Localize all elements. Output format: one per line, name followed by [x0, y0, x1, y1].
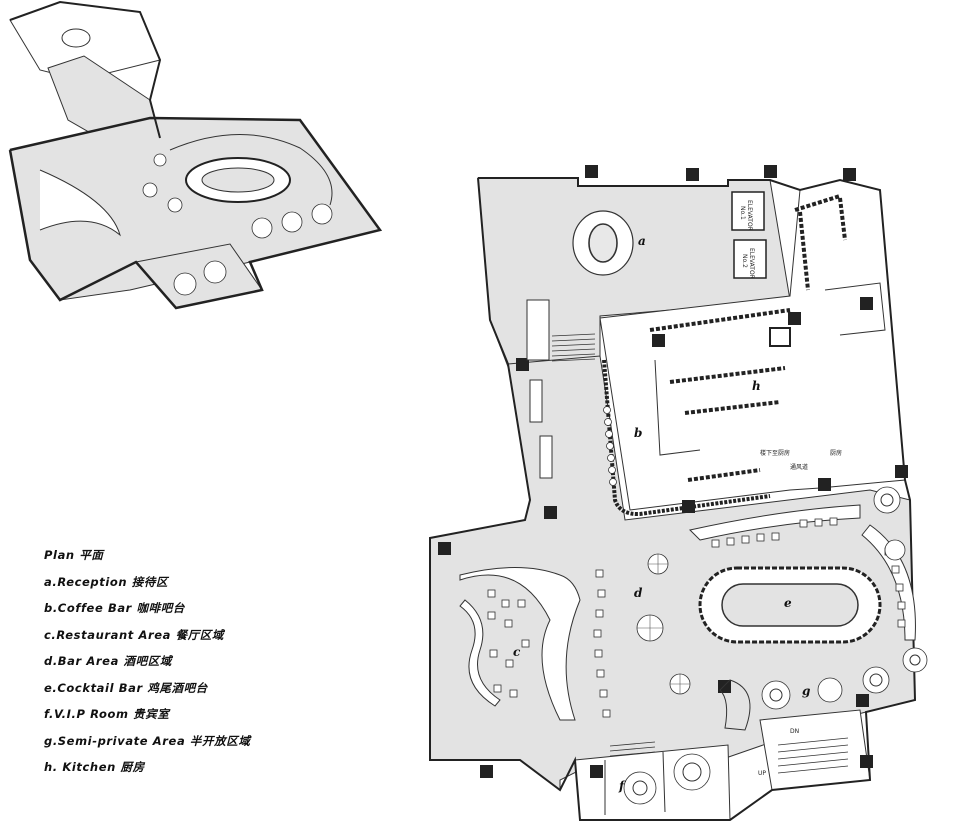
restaurant-sofa [459, 599, 501, 707]
entry-ramp [526, 299, 550, 361]
legend-item-vip-room: f.V.I.P Room 贵宾室 [44, 707, 170, 721]
axon-restaurant-curve [39, 169, 121, 237]
elevator-1 [731, 191, 765, 231]
zone-label-b: b [634, 426, 642, 440]
zone-label-a: a [638, 234, 646, 248]
axon-vip-table [173, 272, 197, 296]
vip-room [604, 751, 711, 815]
stair-up-label: UP [758, 770, 766, 777]
legend-item-reception: a.Reception 接待区 [44, 574, 169, 589]
kitchen-partition-2 [824, 282, 886, 336]
legend-title: Plan 平面 [44, 548, 104, 562]
kitchen-room-text-3: 厨房 [830, 449, 842, 457]
axon-wall-outline [8, 116, 383, 310]
restaurant-divider [459, 567, 581, 721]
zone-label-d: d [634, 586, 643, 600]
zone-label-f: f [618, 779, 626, 793]
axon-wing-outline [9, 0, 162, 139]
axon-booth [281, 211, 303, 233]
axon-cocktail-bar-inner [201, 167, 275, 193]
elevator-2 [733, 239, 767, 279]
legend-item-coffee-bar: b.Coffee Bar 咖啡吧台 [44, 601, 185, 615]
axon-booth [311, 203, 333, 225]
axon-vip-table [203, 260, 227, 284]
columns [438, 165, 908, 778]
cocktail-bar-inner [721, 583, 859, 627]
legend-item-restaurant-area: c.Restaurant Area 餐厅区域 [44, 627, 225, 642]
zone-label-e: e [784, 596, 792, 610]
zone-label-h: h [752, 379, 761, 393]
coffee-bar-stools [603, 406, 617, 486]
legend-item-cocktail-bar: e.Cocktail Bar 鸡尾酒吧台 [44, 680, 208, 695]
kitchen-room-text-2: 通风道 [790, 463, 808, 471]
plan-legend: Plan 平面 a.Reception 接待区 b.Coffee Bar 咖啡吧… [44, 548, 374, 787]
semi-private-booths [719, 486, 928, 731]
elevator-1-number: No.1 [739, 206, 746, 220]
axon-table [142, 182, 158, 198]
bar-banquette [689, 504, 861, 541]
axon-banquette-arc [169, 134, 333, 206]
kitchen-room-text-1: 楼下至厨房 [760, 449, 790, 457]
restaurant-seats [487, 569, 611, 718]
coffee-bar-counter [602, 359, 771, 517]
legend-item-kitchen: h. Kitchen 厨房 [44, 760, 145, 774]
elevator-2-number: No.2 [741, 254, 748, 268]
kitchen-island [769, 327, 791, 347]
zone-label-g: g [802, 684, 810, 698]
lower-stairs [609, 737, 849, 774]
elevator-2-label: ELEVATOR [748, 248, 755, 279]
kitchen-partition [654, 359, 701, 456]
kitchen-counters [649, 194, 847, 482]
legend-item-bar-area: d.Bar Area 酒吧区域 [44, 654, 172, 668]
elevator-1-label: ELEVATOR [746, 200, 753, 231]
axonometric-view [8, 0, 383, 310]
reception-desk-inner [588, 223, 618, 263]
axon-table [167, 197, 183, 213]
outer-wall [429, 177, 917, 821]
bench [539, 435, 553, 479]
legend-item-semi-private-area: g.Semi-private Area 半开放区域 [44, 733, 251, 748]
zone-label-c: c [513, 645, 521, 659]
stair-block [759, 709, 871, 791]
entry-stairs [551, 333, 596, 362]
axon-table [153, 153, 167, 167]
bar-round-tables [636, 553, 691, 695]
bench [529, 379, 543, 423]
axon-booth [251, 217, 273, 239]
stair-dn-label: DN [790, 728, 799, 735]
axon-reception-desk [61, 28, 91, 48]
main-plan: ELEVATOR No.1 ELEVATOR No.2 楼下至厨房 通风道 厨房 [429, 165, 928, 821]
